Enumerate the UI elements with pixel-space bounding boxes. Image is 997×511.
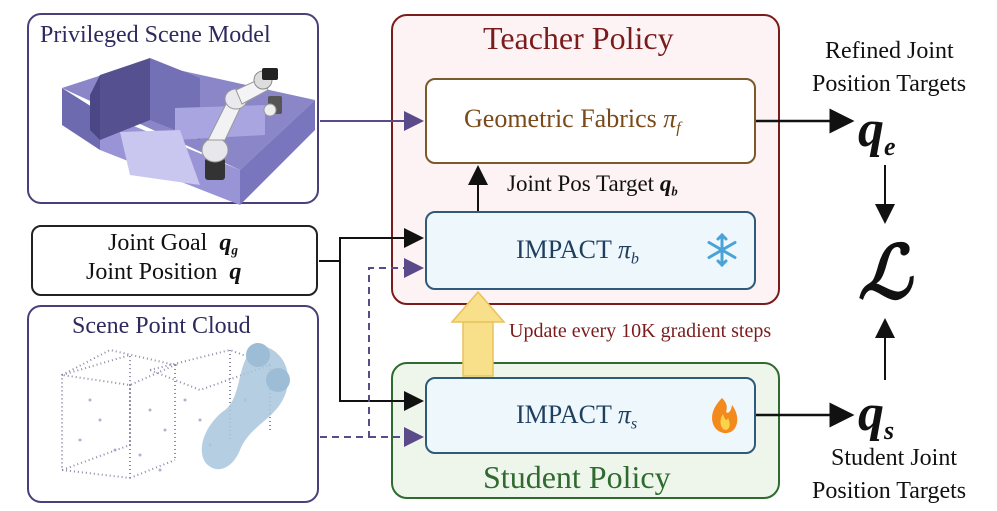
joint-position-line: Joint Position q bbox=[86, 259, 241, 286]
fabrics-symbol: π bbox=[663, 104, 677, 133]
impact-student-text: IMPACT bbox=[516, 400, 612, 429]
joint-pos-target-label: Joint Pos Target qb bbox=[507, 171, 678, 199]
impact-teacher-box bbox=[425, 211, 756, 290]
impact-teacher-text: IMPACT bbox=[516, 235, 612, 264]
geometric-fabrics-box bbox=[425, 78, 756, 164]
qs-symbol: qs bbox=[858, 385, 895, 446]
joint-goal-label: Joint Goal bbox=[108, 230, 208, 256]
impact-student-subscript: s bbox=[630, 415, 638, 433]
inputs-to-impact-student-arrow bbox=[339, 261, 424, 411]
joint-position-label: Joint Position bbox=[86, 259, 218, 285]
joint-pos-target-symbol: q bbox=[659, 171, 672, 196]
joint-goal-line: Joint Goal qg bbox=[108, 230, 238, 259]
impact-teacher-subscript: b bbox=[630, 250, 639, 268]
privileged-scene-title: Privileged Scene Model bbox=[40, 22, 271, 48]
impact-student-symbol: π bbox=[617, 400, 631, 429]
joint-position-symbol: q bbox=[229, 259, 242, 285]
fabrics-subscript: f bbox=[676, 119, 681, 137]
geometric-fabrics-label: Geometric Fabrics πf bbox=[464, 104, 681, 138]
student-targets-line1: Student Joint bbox=[831, 445, 958, 471]
input-state-box bbox=[31, 225, 318, 296]
joint-pos-target-text: Joint Pos Target bbox=[507, 171, 655, 196]
joint-pos-target-subscript: b bbox=[671, 184, 678, 199]
refined-targets-line2: Position Targets bbox=[812, 71, 967, 97]
fabrics-text: Geometric Fabrics bbox=[464, 104, 657, 133]
impact-student-box bbox=[425, 377, 756, 454]
qe-symbol: qe bbox=[858, 101, 896, 162]
pointcloud-to-impact-teacher-arrow bbox=[320, 258, 424, 438]
impact-student-label: IMPACT πs bbox=[516, 400, 637, 434]
inputs-to-impact-teacher-arrow bbox=[319, 228, 424, 262]
joint-goal-subscript: g bbox=[231, 242, 238, 258]
student-policy-title: Student Policy bbox=[483, 459, 671, 495]
point-cloud-title: Scene Point Cloud bbox=[72, 313, 251, 339]
refined-targets-line1: Refined Joint bbox=[825, 38, 954, 64]
student-targets-line2: Position Targets bbox=[812, 478, 967, 504]
loss-symbol: ℒ bbox=[858, 233, 912, 315]
update-note: Update every 10K gradient steps bbox=[509, 320, 772, 342]
impact-teacher-symbol: π bbox=[617, 235, 631, 264]
joint-goal-symbol: q bbox=[219, 230, 232, 256]
teacher-policy-title: Teacher Policy bbox=[483, 20, 674, 56]
impact-teacher-label: IMPACT πb bbox=[516, 235, 639, 269]
update-weights-arrow bbox=[450, 290, 506, 377]
